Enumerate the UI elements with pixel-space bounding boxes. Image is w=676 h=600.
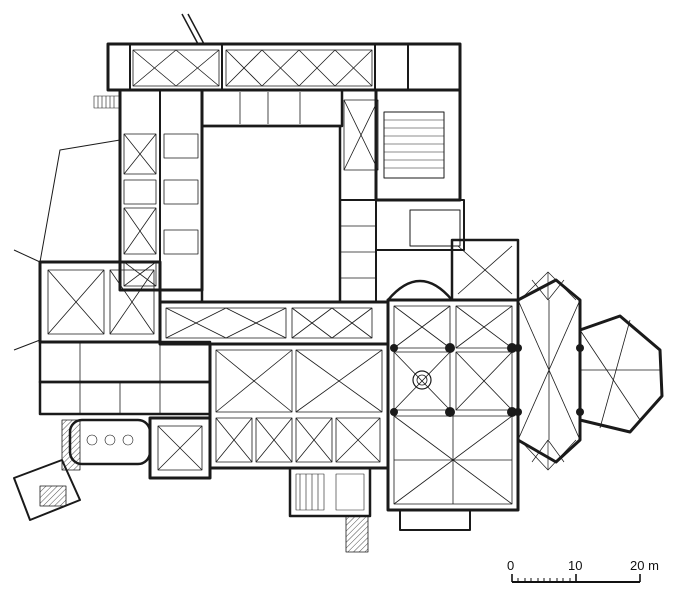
south-west-wing [13,139,212,466]
church-nave [148,300,390,480]
scale-label-0: 0 [507,558,514,573]
apse [514,271,664,471]
south-annexes [288,466,471,553]
scale-bar: 0 10 20 m [507,558,659,583]
scale-label-10: 10 [568,558,582,573]
north-range [106,13,462,92]
choir [386,238,520,512]
south-west-annex [13,419,81,521]
scale-label-20: 20 m [630,558,659,573]
west-range [93,88,204,292]
east-block [374,88,465,251]
cloister [200,88,379,304]
